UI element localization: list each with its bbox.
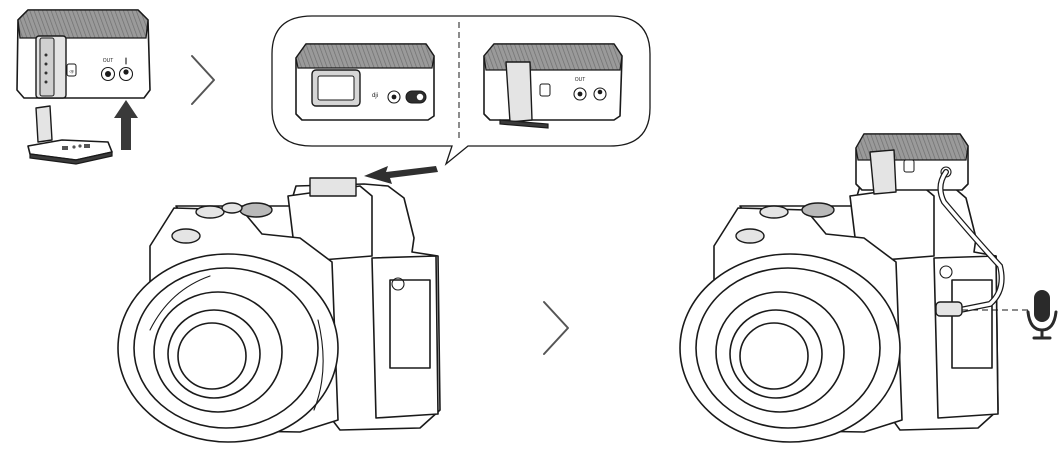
step1-transmitter: dji OUT: [16, 9, 151, 99]
transmitter-front-view: dji: [295, 43, 435, 121]
camera-right: [679, 183, 999, 443]
step1-clip: [27, 105, 113, 165]
transmitter-with-clip-view: OUT: [483, 43, 623, 129]
camera-left: [117, 177, 441, 443]
out-port-label: OUT: [103, 58, 114, 64]
chevron-right-icon: [191, 55, 215, 105]
svg-text:dji: dji: [69, 69, 73, 74]
microphone-icon: [1026, 290, 1058, 340]
chevron-right-icon: [543, 301, 569, 355]
mounted-transmitter: [855, 133, 969, 195]
slide-arrow-icon: [364, 166, 438, 184]
out-port-label: OUT: [575, 77, 586, 83]
arrow-up-icon: [114, 100, 138, 150]
svg-text:dji: dji: [372, 93, 378, 99]
audio-cable: [935, 169, 1005, 317]
